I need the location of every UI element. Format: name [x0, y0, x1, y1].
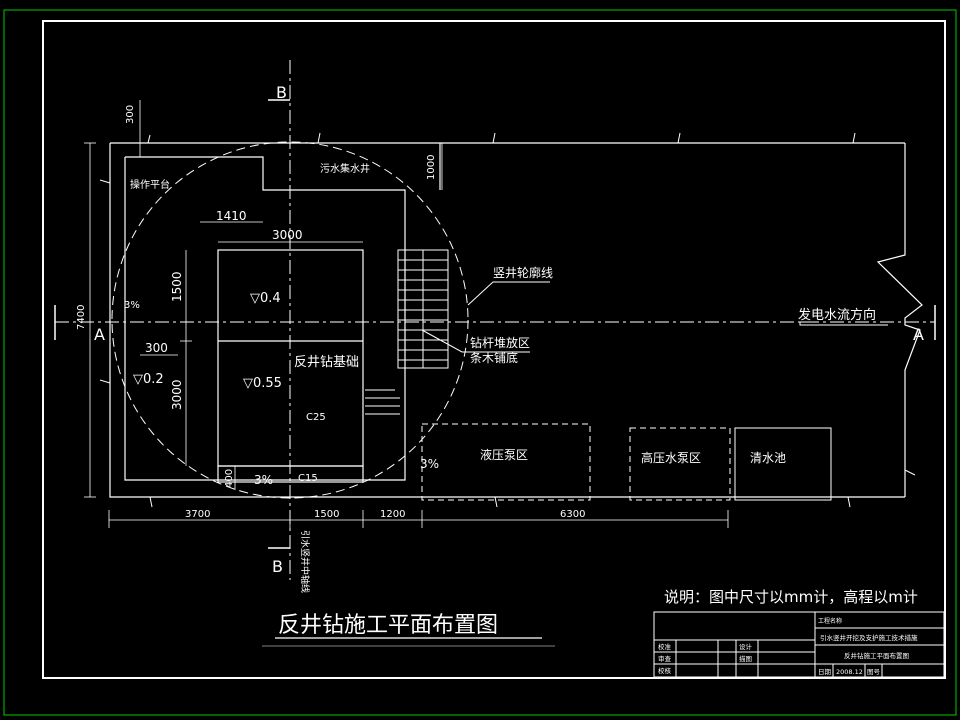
drawing-note: 说明：图中尺寸以mm计，高程以m计	[664, 588, 918, 606]
label-raise-drill-foundation: 反井钻基础	[294, 355, 359, 370]
dim-1410: 1410	[216, 209, 247, 223]
label-slope-right: 3%	[420, 457, 439, 471]
dim-7400: 7400	[76, 305, 87, 330]
dim-300-left: 300	[145, 341, 168, 355]
raise-drill-foundation	[217, 249, 364, 483]
label-hydraulic-pump-area: 液压泵区	[480, 447, 528, 462]
center-axes	[55, 60, 935, 580]
section-label-a-left: A	[94, 325, 105, 344]
site-boundary	[109, 142, 923, 498]
drawing-border	[42, 20, 946, 679]
tb-drawing-name: 反井钻施工平面布置图	[844, 651, 909, 660]
label-high-pressure-pump-area: 高压水泵区	[641, 450, 701, 465]
label-sewage-sump: 污水集水井	[320, 162, 370, 175]
dim-1500-horizontal: 1500	[314, 509, 339, 520]
label-clear-water-pool: 清水池	[750, 451, 786, 465]
clear-water-pool	[734, 427, 832, 501]
label-operating-platform: 操作平台	[130, 178, 170, 191]
dim-6300: 6300	[560, 509, 585, 520]
drawing-title: 反井钻施工平面布置图	[278, 613, 498, 638]
dim-3000-vertical: 3000	[170, 379, 184, 410]
section-label-b-top: B	[276, 83, 287, 102]
tb-row1-mid: 设计	[739, 642, 753, 651]
label-c15: C15	[298, 473, 318, 484]
dim-1000: 1000	[426, 155, 437, 180]
label-c25: C25	[306, 412, 326, 423]
dim-400: 400	[224, 469, 235, 488]
dimension-lines	[84, 100, 729, 528]
label-shaft-outline: 竖井轮廓线	[493, 265, 553, 280]
dim-3000-horizontal: 3000	[272, 228, 303, 242]
tb-row2-mid: 描图	[739, 654, 752, 663]
outer-frame	[3, 9, 957, 716]
dim-300-top: 300	[125, 105, 136, 124]
section-marker-lines	[54, 99, 936, 549]
boundary-hatch-ticks	[99, 132, 916, 508]
tb-row1-left: 校准	[658, 642, 672, 651]
title-block-frame	[653, 611, 945, 678]
tb-row2-left: 审查	[658, 654, 672, 663]
tb-date-label: 日期	[818, 668, 832, 676]
high-pressure-pump-area	[629, 427, 731, 501]
steps	[365, 389, 400, 415]
tb-row3-left: 校核	[658, 666, 672, 675]
dim-3700: 3700	[185, 509, 210, 520]
dim-1500-vertical: 1500	[170, 271, 184, 302]
label-flow-direction: 发电水流方向	[798, 307, 876, 323]
label-elevation-0-2: ▽0.2	[133, 372, 164, 387]
label-elevation-0-55: ▽0.55	[243, 376, 282, 391]
hydraulic-pump-area	[421, 423, 591, 501]
label-slope-left: 3%	[124, 300, 140, 311]
label-vertical-axis: 引水竖井中轴线	[299, 530, 311, 593]
tb-project-name: 引水竖井开挖及支护施工技术措施	[820, 633, 918, 642]
equipment-areas	[421, 423, 832, 501]
tb-project-name-label: 工程名称	[818, 617, 842, 625]
leader-lines	[421, 281, 888, 353]
label-elevation-0-4: ▽0.4	[250, 291, 281, 306]
section-label-b-bottom: B	[272, 557, 283, 576]
label-timber-base: 条木铺底	[470, 350, 518, 365]
drill-rod-storage-rack	[397, 249, 449, 369]
label-drill-rod-storage: 钻杆堆放区	[470, 335, 530, 350]
dim-1200: 1200	[380, 509, 405, 520]
section-label-a-right: A	[913, 325, 924, 344]
shaft-outline-circle	[111, 141, 469, 499]
tb-drawing-no-label: 图号	[867, 668, 881, 676]
tb-date-value: 2008.12	[836, 668, 863, 676]
label-slope-bottom: 3%	[254, 473, 273, 487]
